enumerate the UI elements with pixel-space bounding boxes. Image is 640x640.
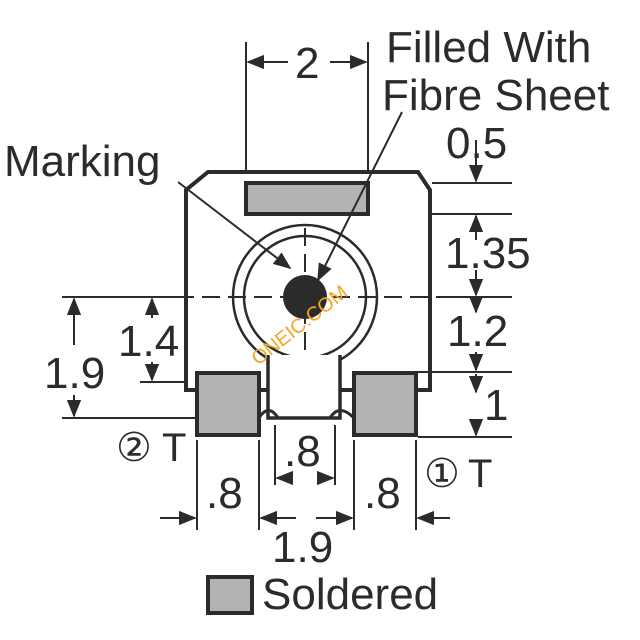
dim-pad-pitch-label: 1.9	[272, 523, 333, 572]
pad-bridge	[257, 409, 356, 420]
dim-top-width-label: 2	[295, 39, 319, 88]
marking-bar	[244, 181, 370, 216]
dim-center-pad-label: .8	[284, 427, 321, 476]
dim-left-14-label: 1.4	[118, 317, 179, 366]
dim-135-label: 1.35	[445, 229, 531, 278]
pin2-marker: ②	[116, 426, 152, 470]
title-line2: Fibre Sheet	[382, 71, 609, 120]
dim-thickness-top-label: 0.5	[446, 119, 507, 168]
dim-left-pad-label: .8	[206, 469, 243, 518]
left-solder-pad	[195, 371, 261, 437]
marking-label: Marking	[4, 137, 161, 186]
pin1-terminal-label: T	[468, 452, 492, 496]
dim-1-label: 1	[484, 381, 508, 430]
pin1-marker: ①	[424, 452, 460, 496]
dim-top-width	[245, 42, 369, 170]
dim-left-19-label: 1.9	[44, 349, 105, 398]
left-dim-extensions	[62, 296, 196, 419]
legend-label: Soldered	[262, 570, 438, 619]
marking-leader	[177, 181, 292, 270]
right-solder-pad	[352, 371, 418, 437]
title-line1: Filled With	[386, 23, 591, 72]
right-dim-extensions	[418, 140, 512, 438]
bottom-dim-extensions	[160, 425, 450, 530]
center-terminal	[266, 355, 342, 420]
pin2-terminal-label: T	[162, 426, 186, 470]
legend-swatch	[206, 575, 254, 615]
dim-right-pad-label: .8	[364, 469, 401, 518]
center-lines	[150, 228, 495, 365]
dim-12-label: 1.2	[447, 307, 508, 356]
fibre-sheet-leader	[317, 111, 403, 282]
